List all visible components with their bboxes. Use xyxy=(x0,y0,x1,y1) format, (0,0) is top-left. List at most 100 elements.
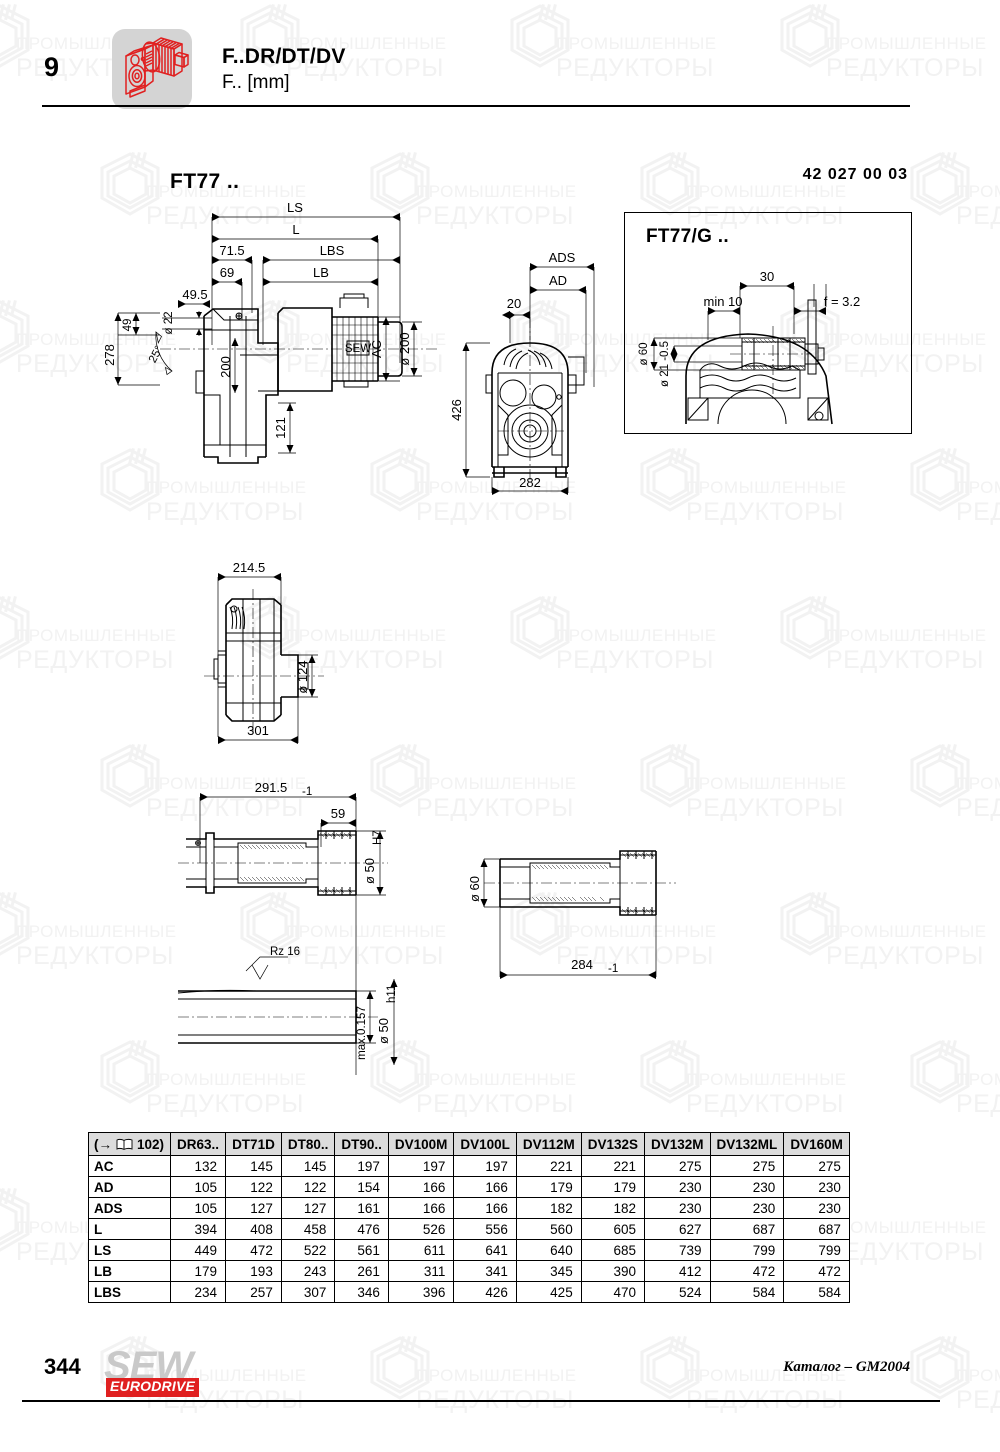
table-column-header: DV160M xyxy=(783,1132,850,1156)
corner-prefix-label: (→ xyxy=(94,1136,112,1152)
table-cell: 132 xyxy=(170,1155,227,1177)
table-column-header: DV112M xyxy=(515,1132,582,1156)
table-cell: 408 xyxy=(225,1218,282,1240)
corner-suffix-label: 102) xyxy=(137,1136,165,1152)
table-cell: 390 xyxy=(580,1260,646,1282)
dim-d50-H7-tol: H7 xyxy=(372,830,384,845)
table-cell: 154 xyxy=(334,1176,389,1198)
table-column-header: DV100M xyxy=(387,1132,455,1156)
table-cell: 234 xyxy=(170,1281,227,1303)
dim-f: f = 3.2 xyxy=(824,294,861,309)
table-row-label: AC xyxy=(87,1155,172,1177)
table-cell: 145 xyxy=(280,1155,336,1177)
dim-L: L xyxy=(292,222,299,237)
table-cell: 230 xyxy=(709,1176,785,1198)
dim-angle-25: 25° xyxy=(147,344,166,365)
table-cell: 275 xyxy=(644,1155,711,1177)
table-cell: 476 xyxy=(334,1218,389,1240)
table-cell: 105 xyxy=(170,1176,227,1198)
table-cell: 560 xyxy=(515,1218,582,1240)
table-cell: 346 xyxy=(334,1281,389,1303)
dim-d50-h11-tol: h11 xyxy=(386,985,398,1003)
table-row-label: LS xyxy=(87,1239,172,1261)
dim-49-5: 49.5 xyxy=(182,287,207,302)
dim-121: 121 xyxy=(273,417,288,439)
table-column-header: DV100L xyxy=(453,1132,517,1156)
dim-284-tol: -1 xyxy=(608,963,618,975)
table-row-label: LBS xyxy=(87,1281,172,1303)
page-header: 9 xyxy=(0,0,1000,130)
dim-inset-d60: ø 60 xyxy=(638,342,650,365)
table-cell: 524 xyxy=(644,1281,711,1303)
table-cell: 345 xyxy=(515,1260,582,1282)
table-cell: 275 xyxy=(783,1155,850,1177)
header-title-block: F..DR/DT/DV F.. [mm] xyxy=(222,45,346,95)
table-cell: 230 xyxy=(783,1197,850,1219)
table-cell: 122 xyxy=(280,1176,336,1198)
table-cell: 449 xyxy=(170,1239,227,1261)
table-cell: 197 xyxy=(453,1155,517,1177)
table-cell: 122 xyxy=(225,1176,282,1198)
table-cell: 458 xyxy=(280,1218,336,1240)
dim-d60-right: ø 60 xyxy=(467,876,482,902)
table-cell: 472 xyxy=(225,1239,282,1261)
footer-divider xyxy=(22,1400,940,1402)
dim-200-vert: 200 xyxy=(218,356,233,378)
dim-d50-h11: ø 50 xyxy=(376,1018,391,1044)
dim-LS: LS xyxy=(287,200,303,215)
table-cell: 556 xyxy=(453,1218,517,1240)
table-cell: 257 xyxy=(225,1281,282,1303)
shaft-left-drawing: 291.5 -1 59 xyxy=(177,775,428,1095)
dim-LBS: LBS xyxy=(320,243,345,258)
table-cell: 179 xyxy=(515,1176,582,1198)
table-cell: 396 xyxy=(387,1281,455,1303)
model-title: FT77 .. xyxy=(170,170,240,193)
table-cell: 425 xyxy=(515,1281,582,1303)
dim-20: 20 xyxy=(507,296,521,311)
table-row-label: AD xyxy=(87,1176,172,1198)
table-cell: 275 xyxy=(709,1155,785,1177)
table-cell: 145 xyxy=(225,1155,282,1177)
table-cell: 166 xyxy=(453,1176,517,1198)
table-row-label: ADS xyxy=(87,1197,172,1219)
table-column-header: DT80.. xyxy=(280,1132,336,1156)
table-column-header: DV132M xyxy=(644,1132,711,1156)
logo-sub-text: EURODRIVE xyxy=(106,1378,200,1397)
side-view-drawing: LS L 71.5 xyxy=(100,195,460,485)
table-cell: 611 xyxy=(387,1239,455,1261)
dim-301: 301 xyxy=(247,723,269,738)
table-column-header: DR63.. xyxy=(170,1132,227,1156)
table-row-label: L xyxy=(87,1218,172,1240)
dim-291-5-tol: -1 xyxy=(302,786,312,798)
table-cell: 261 xyxy=(334,1260,389,1282)
table-cell: 243 xyxy=(280,1260,336,1282)
dim-max-0157: max.0.157 xyxy=(356,1006,368,1060)
inset-title: FT77/G .. xyxy=(646,226,729,247)
table-cell: 640 xyxy=(515,1239,582,1261)
table-cell: 127 xyxy=(225,1197,282,1219)
drawing-code: 42 027 00 03 xyxy=(802,166,908,183)
page-subtitle: F.. [mm] xyxy=(222,72,290,94)
table-cell: 472 xyxy=(783,1260,850,1282)
dim-278: 278 xyxy=(102,344,117,366)
label-rz16: Rz 16 xyxy=(270,946,300,958)
dim-214-5: 214.5 xyxy=(233,560,266,575)
table-cell: 230 xyxy=(709,1197,785,1219)
table-row-label: LB xyxy=(87,1260,172,1282)
dim-71-5: 71.5 xyxy=(219,243,244,258)
table-column-header: DV132S xyxy=(580,1132,646,1156)
table-cell: 687 xyxy=(709,1218,785,1240)
dim-291-5: 291.5 xyxy=(255,780,288,795)
table-cell: 426 xyxy=(453,1281,517,1303)
dim-d200: ø 200 xyxy=(397,332,412,365)
page-footer: 344 SEW EURODRIVE Каталог – GM2004 xyxy=(0,1340,1000,1415)
table-column-header: DT71D xyxy=(225,1132,282,1156)
dim-30: 30 xyxy=(760,269,774,284)
table-column-header: DT90.. xyxy=(334,1132,389,1156)
table-cell: 627 xyxy=(644,1218,711,1240)
table-cell: 641 xyxy=(453,1239,517,1261)
